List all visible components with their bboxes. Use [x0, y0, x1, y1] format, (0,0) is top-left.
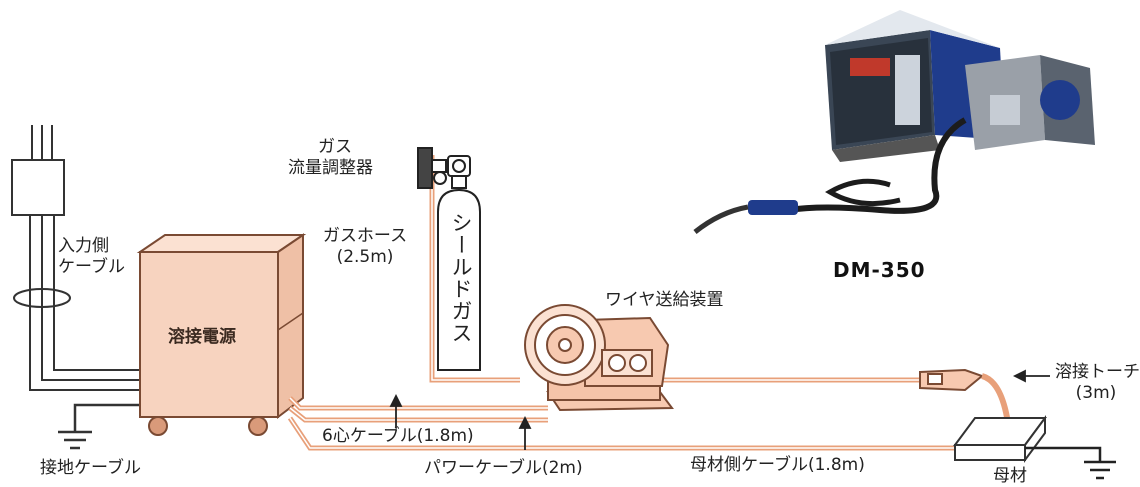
torch-label: 溶接トーチ (3m)	[1055, 362, 1140, 404]
shield-gas-cylinder	[437, 175, 481, 371]
gas-regulator	[417, 147, 471, 189]
input-cable-label-line1: 入力側	[58, 236, 109, 256]
input-cable-marker-ring	[13, 288, 71, 308]
welding-torch	[919, 368, 1013, 441]
gas-hose-label-line1: ガスホース	[322, 226, 408, 246]
wire-feeder	[524, 304, 674, 412]
six-core-cable-label: 6心ケーブル(1.8m)	[322, 426, 474, 446]
shield-gas-label: シールドガス	[449, 212, 473, 344]
gas-regulator-label-line2: 流量調整器	[288, 158, 373, 178]
model-name: DM-350	[833, 258, 926, 282]
gas-hose-label-line2: (2.5m)	[336, 247, 394, 267]
gas-regulator-label-line1: ガス	[318, 137, 352, 157]
torch-label-line1: 溶接トーチ	[1055, 362, 1140, 382]
base-metal-cable-label: 母材側ケーブル(1.8m)	[690, 455, 865, 475]
input-cable	[29, 125, 145, 391]
dm-350-product-image	[693, 10, 1095, 234]
ground-cable-label: 接地ケーブル	[40, 458, 141, 478]
ground-symbol-right	[1025, 446, 1116, 480]
input-cable-label-line2: ケーブル	[58, 257, 125, 277]
power-source-label: 溶接電源	[168, 327, 236, 347]
ground-symbol-left	[58, 403, 145, 450]
distribution-box	[11, 159, 65, 216]
base-metal	[953, 414, 1047, 464]
input-cable-label: 入力側 ケーブル	[58, 236, 125, 278]
gas-hose-label: ガスホース (2.5m)	[310, 226, 420, 268]
wire-feeder-label: ワイヤ送給装置	[605, 290, 724, 310]
cable-pointer-arrows	[389, 369, 1050, 450]
torch-label-line2: (3m)	[1075, 383, 1117, 403]
gas-regulator-label: ガス 流量調整器	[288, 137, 373, 179]
base-metal-label: 母材	[993, 466, 1027, 486]
welding-power-source	[136, 233, 307, 436]
power-cable-label: パワーケーブル(2m)	[424, 458, 583, 478]
